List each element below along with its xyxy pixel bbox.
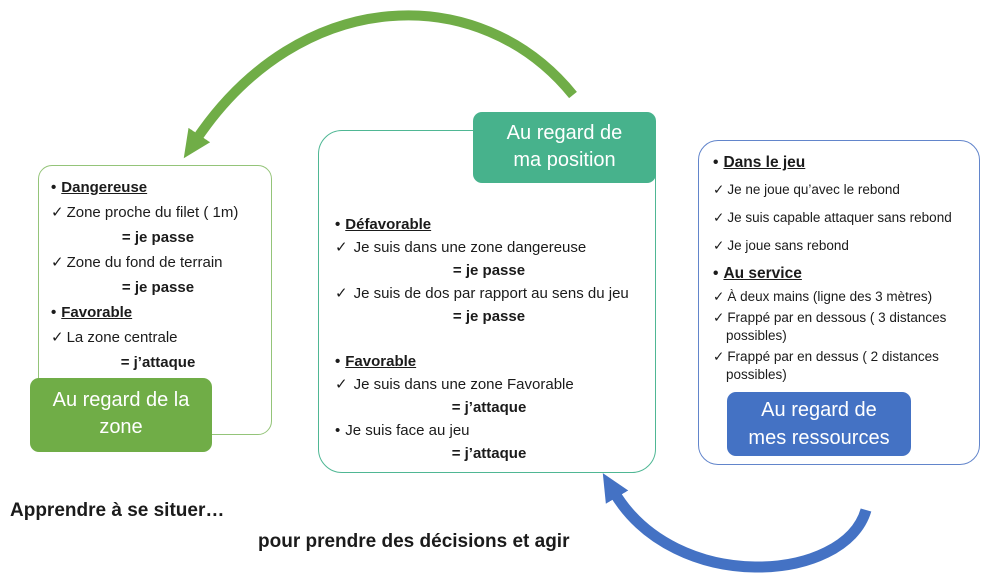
check-text: Je joue sans rebond	[727, 238, 849, 253]
heading-line: •Favorable	[51, 300, 265, 325]
ressources-tag: Au regard de mes ressources	[727, 392, 911, 456]
check-icon: ✓	[51, 204, 64, 221]
zone-tag-line1: Au regard de la	[52, 389, 190, 411]
check-icon: ✓	[51, 329, 64, 346]
check-text: Je ne joue qu’avec le rebond	[727, 182, 900, 197]
check-icon: ✓	[713, 238, 725, 253]
bullet-icon: •	[335, 216, 341, 233]
check-line: ✓Je ne joue qu’avec le rebond	[713, 180, 971, 199]
caption-line2: pour prendre des décisions et agir	[258, 531, 570, 552]
check-icon: ✓	[51, 254, 64, 271]
check-line: ✓Frappé par en dessous ( 3 distances pos…	[713, 309, 971, 345]
check-text: Frappé par en dessus ( 2 distances possi…	[726, 349, 939, 382]
zone-tag: Au regard de la zone	[30, 378, 212, 452]
heading-line: •Dangereuse	[51, 175, 265, 200]
check-text: Je suis de dos par rapport au sens du je…	[353, 285, 629, 302]
zone-tag-line2: zone	[99, 416, 143, 438]
check-icon: ✓	[713, 349, 725, 364]
blue-curved-arrow-icon	[602, 473, 872, 573]
check-line: ✓À deux mains (ligne des 3 mètres)	[713, 288, 971, 306]
check-text: Je suis capable attaquer sans rebond	[727, 210, 952, 225]
check-text: Je suis dans une zone dangereuse	[353, 239, 587, 256]
bullet-icon: •	[713, 154, 719, 171]
check-icon: ✓	[335, 376, 348, 393]
heading-text: Dans le jeu	[723, 154, 806, 171]
check-line: ✓ Je suis dans une zone dangereuse	[335, 236, 643, 259]
check-line: ✓ Je suis de dos par rapport au sens du j…	[335, 282, 643, 305]
green-curved-arrow-icon	[183, 10, 577, 159]
ressources-tag-line1: Au regard de	[761, 399, 877, 421]
check-line: ✓Je joue sans rebond	[713, 236, 971, 255]
check-line: ✓Frappé par en dessus ( 2 distances poss…	[713, 348, 971, 384]
check-icon: ✓	[713, 210, 725, 225]
check-line: ✓La zone centrale	[51, 325, 265, 350]
check-line: ✓Je suis capable attaquer sans rebond	[713, 208, 971, 227]
check-icon: ✓	[713, 310, 725, 325]
position-box: •Défavorable ✓Je suis dans une zone dang…	[318, 130, 656, 473]
bullet-icon: •	[51, 304, 57, 321]
bullet-icon: •	[335, 353, 341, 370]
check-icon: ✓	[713, 289, 725, 304]
caption-line1: Apprendre à se situer…	[10, 500, 225, 521]
check-text: La zone centrale	[66, 329, 178, 346]
result-line: = je passe	[452, 308, 526, 325]
heading-text: Dangereuse	[61, 179, 148, 196]
ressources-tag-line2: mes ressources	[748, 427, 890, 449]
result-line: = je passe	[121, 229, 195, 246]
position-tag-line1: Au regard de	[506, 122, 623, 144]
bullet-icon: •	[713, 265, 719, 282]
heading-text: Défavorable	[345, 216, 432, 233]
check-line: ✓Zone proche du filet ( 1m)	[51, 200, 265, 225]
heading-text: Favorable	[61, 304, 133, 321]
bullet-line: •Je suis face au jeu	[335, 419, 643, 442]
check-icon: ✓	[335, 239, 348, 256]
result-line: = j’attaque	[451, 445, 527, 462]
check-text: À deux mains (ligne des 3 mètres)	[727, 289, 933, 304]
heading-text: Favorable	[345, 353, 417, 370]
check-line: ✓Zone du fond de terrain	[51, 250, 265, 275]
result-line: = j’attaque	[451, 399, 527, 416]
heading-line: •Dans le jeu	[713, 153, 971, 172]
heading-line: •Défavorable	[335, 213, 643, 236]
check-icon: ✓	[713, 182, 725, 197]
check-text: Je suis dans une zone Favorable	[353, 376, 574, 393]
position-tag: Au regard de ma position	[473, 112, 656, 183]
check-text: Frappé par en dessous ( 3 distances poss…	[726, 310, 947, 343]
bullet-text: Je suis face au jeu	[345, 422, 470, 439]
result-line: = je passe	[121, 279, 195, 296]
heading-text: Au service	[723, 265, 802, 282]
check-text: Zone du fond de terrain	[66, 254, 223, 271]
result-line: = je passe	[452, 262, 526, 279]
bullet-icon: •	[335, 422, 341, 439]
check-line: ✓ Je suis dans une zone Favorable	[335, 373, 643, 396]
check-text: Zone proche du filet ( 1m)	[66, 204, 239, 221]
result-line: = j’attaque	[120, 354, 196, 371]
bullet-icon: •	[51, 179, 57, 196]
heading-line: •Au service	[713, 264, 971, 283]
check-icon: ✓	[335, 285, 348, 302]
heading-line: •Favorable	[335, 350, 643, 373]
position-tag-line2: ma position	[513, 149, 616, 171]
zone-box: •Dangereuse ✓Zone proche du filet ( 1m) …	[38, 165, 272, 435]
